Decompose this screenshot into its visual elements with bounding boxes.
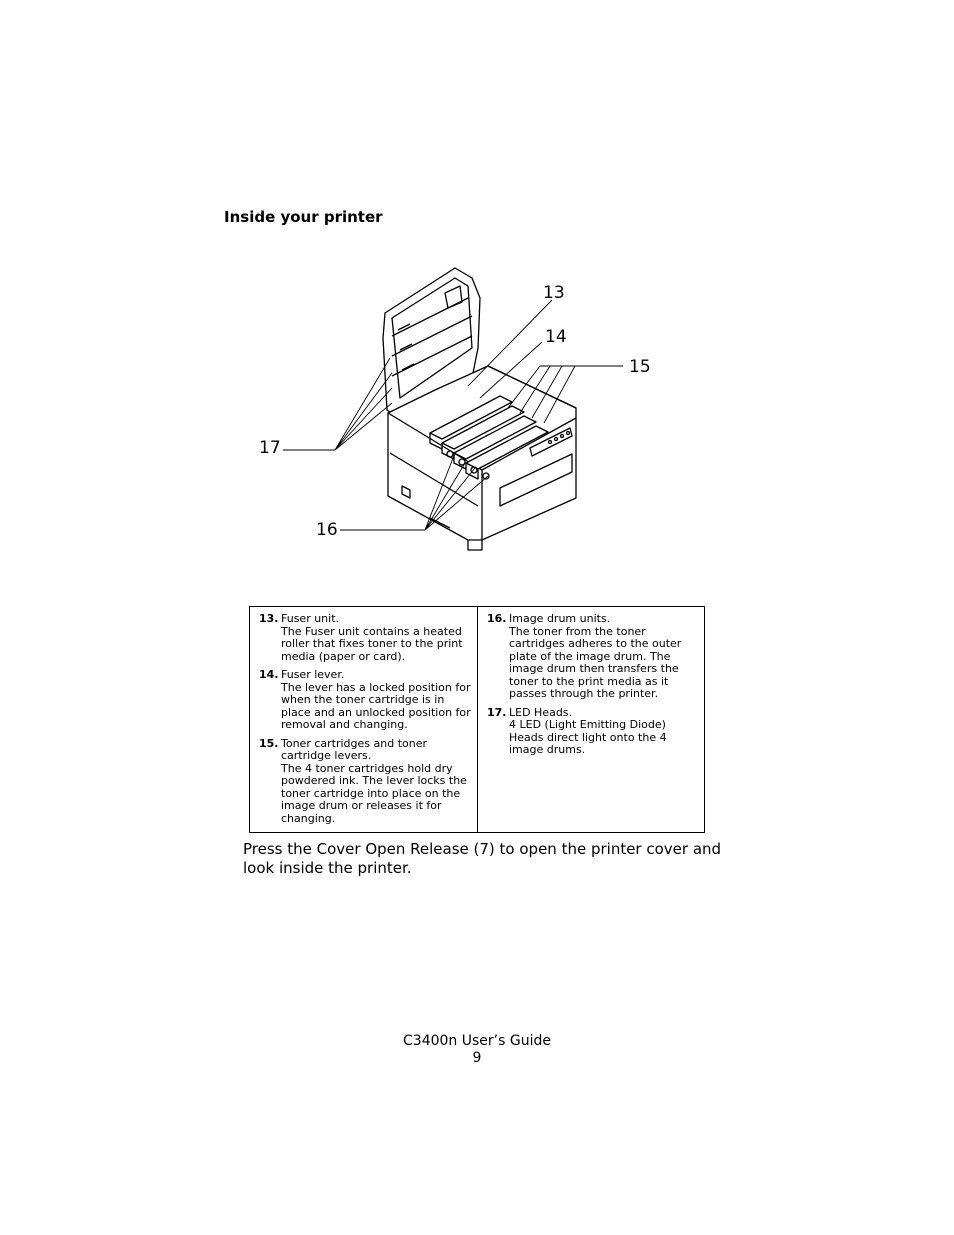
callout-16: 16 [316, 520, 338, 540]
printer-illustration: 13 14 15 16 17 [250, 258, 670, 558]
item-number: 17. [487, 705, 507, 719]
callout-17: 17 [259, 438, 281, 458]
legend-column-right: 16. Image drum units.The toner from the … [477, 607, 704, 832]
section-heading: Inside your printer [224, 208, 383, 226]
item-description: The toner from the toner cartridges adhe… [509, 624, 682, 700]
item-number: 13. [259, 612, 279, 625]
callout-13: 13 [543, 283, 565, 303]
item-title: Fuser unit. [281, 612, 340, 625]
legend-item-13: 13. Fuser unit.The Fuser unit contains a… [259, 612, 471, 663]
item-description: 4 LED (Light Emitting Diode) Heads direc… [509, 718, 667, 756]
page-footer: C3400n User’s Guide 9 [0, 1033, 954, 1067]
item-title: Fuser lever. [281, 668, 345, 681]
instruction-text: Press the Cover Open Release (7) to open… [243, 840, 722, 877]
item-number: 15. [259, 736, 279, 750]
control-panel [529, 427, 573, 457]
guide-title: C3400n User’s Guide [403, 1033, 551, 1049]
item-title: Image drum units. [509, 612, 611, 625]
item-title: Toner cartridges and toner cartridge lev… [281, 736, 427, 762]
item-title: LED Heads. [509, 705, 573, 719]
item-description: The lever has a locked position for when… [281, 680, 471, 731]
legend-item-15: 15. Toner cartridges and toner cartridge… [259, 736, 471, 826]
legend-item-14: 14. Fuser lever.The lever has a locked p… [259, 668, 471, 732]
page-number: 9 [472, 1050, 482, 1066]
parts-legend-table: 13. Fuser unit.The Fuser unit contains a… [249, 606, 705, 833]
item-description: The Fuser unit contains a heated roller … [281, 624, 463, 663]
callout-15: 15 [629, 357, 651, 377]
legend-column-left: 13. Fuser unit.The Fuser unit contains a… [250, 607, 477, 832]
printer-body [387, 365, 577, 551]
toner-cartridges [429, 395, 549, 480]
callout-14: 14 [545, 327, 567, 347]
legend-item-17: 17. LED Heads.4 LED (Light Emitting Diod… [487, 705, 698, 757]
item-number: 16. [487, 612, 507, 625]
legend-item-16: 16. Image drum units.The toner from the … [487, 612, 698, 701]
leader-lines [283, 299, 623, 531]
item-number: 14. [259, 668, 279, 681]
printer-drawing [283, 267, 623, 551]
item-description: The 4 toner cartridges hold dry powdered… [281, 761, 467, 825]
